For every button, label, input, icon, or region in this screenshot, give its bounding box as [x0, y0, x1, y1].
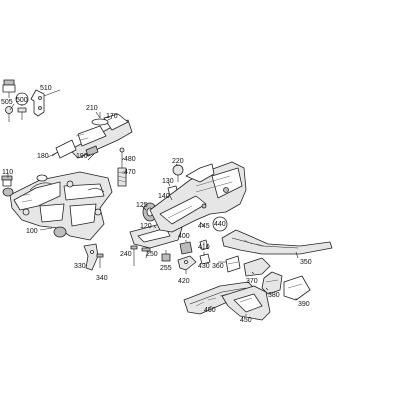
longitudinal-member [149, 161, 247, 233]
part-370 [243, 257, 271, 277]
label-170: 170 [106, 113, 118, 120]
part-220 [172, 164, 184, 182]
label-255: 255 [160, 265, 172, 272]
label-340: 340 [96, 275, 108, 282]
callout-labels: 505 500 510 210 170 180 190 480 470 220 … [1, 85, 312, 324]
spring-strut [117, 147, 127, 187]
label-240: 240 [120, 251, 132, 258]
bracket-330 [83, 243, 99, 271]
label-370: 370 [246, 278, 258, 285]
label-400: 400 [178, 233, 190, 240]
label-500: 500 [16, 97, 28, 104]
label-390: 390 [298, 301, 310, 308]
nut-255 [161, 250, 171, 262]
label-510: 510 [40, 85, 52, 92]
label-380: 380 [268, 292, 280, 299]
label-120: 120 [140, 223, 152, 230]
part-390 [283, 275, 311, 301]
label-190: 190 [76, 153, 88, 160]
label-470: 470 [124, 169, 136, 176]
label-420: 420 [178, 278, 190, 285]
label-110: 110 [2, 169, 13, 176]
fastener-kit-505 [2, 79, 16, 122]
label-350: 350 [300, 259, 312, 266]
label-505: 505 [1, 99, 13, 106]
bracket-510 [30, 89, 61, 117]
label-125: 125 [136, 202, 148, 209]
label-360: 360 [212, 263, 224, 270]
part-420 [177, 255, 197, 271]
label-330: 330 [74, 263, 86, 270]
bolt-240 [130, 245, 138, 266]
label-445: 445 [198, 223, 210, 230]
side-rail-350 [221, 229, 333, 255]
part-380 [261, 271, 283, 295]
label-450: 450 [240, 317, 252, 324]
label-210: 210 [86, 105, 98, 112]
part-430 [199, 253, 211, 265]
label-460: 460 [204, 307, 216, 314]
subframe-100 [2, 171, 113, 241]
label-440: 440 [214, 221, 226, 228]
part-410 [199, 239, 209, 251]
label-250: 250 [146, 251, 158, 258]
upper-arm-assembly [47, 112, 133, 161]
bolt-250 [141, 247, 151, 259]
label-480: 480 [124, 156, 136, 163]
label-100: 100 [26, 228, 38, 235]
mount-110 [1, 175, 13, 187]
label-220: 220 [172, 158, 184, 165]
part-400 [179, 241, 193, 255]
label-180: 180 [37, 153, 49, 160]
lower-rail-450 [221, 285, 271, 321]
label-410: 410 [198, 244, 210, 251]
label-140: 140 [158, 193, 170, 200]
label-430: 430 [198, 263, 210, 270]
label-130: 130 [162, 178, 174, 185]
leader-lines [7, 103, 299, 316]
bolt-340 [96, 253, 104, 268]
part-360 [225, 255, 241, 273]
